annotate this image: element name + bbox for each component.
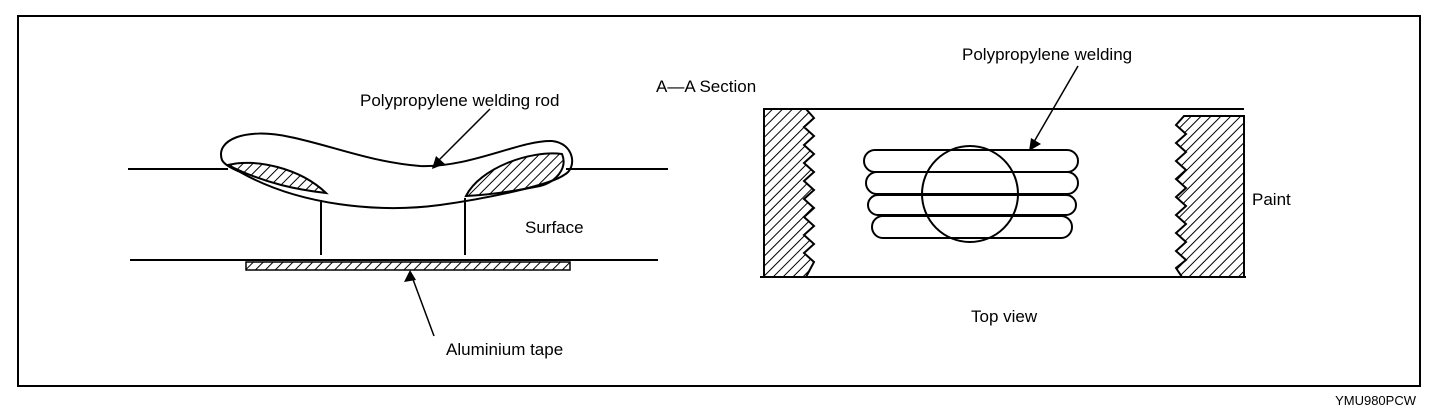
label-surface: Surface (525, 218, 584, 237)
label-top-view: Top view (971, 307, 1038, 326)
weld-bead-row (863, 149, 1079, 173)
label-welding-rod: Polypropylene welding rod (360, 91, 559, 110)
weld-bead-row (867, 194, 1077, 216)
arrowhead-welding-rod (432, 156, 445, 169)
weld-fill-left (225, 161, 329, 195)
aluminium-tape (245, 261, 571, 271)
leader-welding-rod (431, 108, 491, 168)
leader-aluminium-tape (410, 273, 435, 337)
welding-rod (220, 132, 574, 209)
paint-edge-left (763, 108, 816, 278)
label-paint: Paint (1252, 190, 1291, 209)
arrowhead-welding (1029, 138, 1041, 151)
label-aluminium-tape: Aluminium tape (446, 340, 563, 359)
cross-section-view: Polypropylene welding rod Surface Alumin… (128, 91, 668, 359)
weld-bead-row (865, 171, 1079, 195)
figure-code: YMU980PCW (1335, 393, 1417, 408)
top-view: A—A Section Polypropylene welding Paint … (656, 45, 1291, 326)
paint-edge-right (1174, 115, 1245, 278)
arrowhead-aluminium-tape (404, 270, 416, 282)
leader-welding (1030, 65, 1079, 148)
weld-bead-row (871, 215, 1073, 239)
weld-fill-right (464, 152, 565, 198)
label-welding: Polypropylene welding (962, 45, 1132, 64)
figure-frame (17, 15, 1421, 387)
weld-circle (921, 145, 1019, 243)
label-section: A—A Section (656, 77, 756, 96)
